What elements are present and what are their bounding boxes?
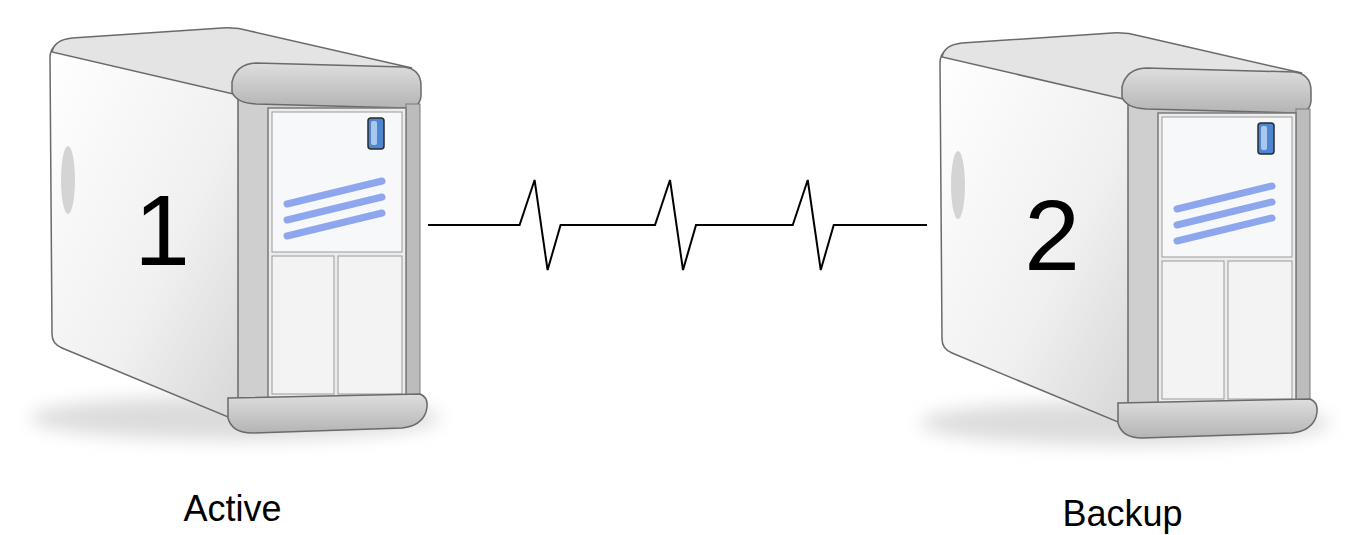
server-node: 2Backup: [927, 30, 1318, 535]
server-number: 2: [992, 185, 1112, 285]
network-link: [428, 180, 927, 270]
server-role: Active: [37, 487, 428, 530]
server-number: 1: [102, 180, 222, 280]
server-illustration: [920, 33, 1330, 445]
server-role: Backup: [927, 492, 1318, 535]
server-node: 1Active: [37, 25, 428, 530]
server-illustration: [30, 28, 440, 440]
